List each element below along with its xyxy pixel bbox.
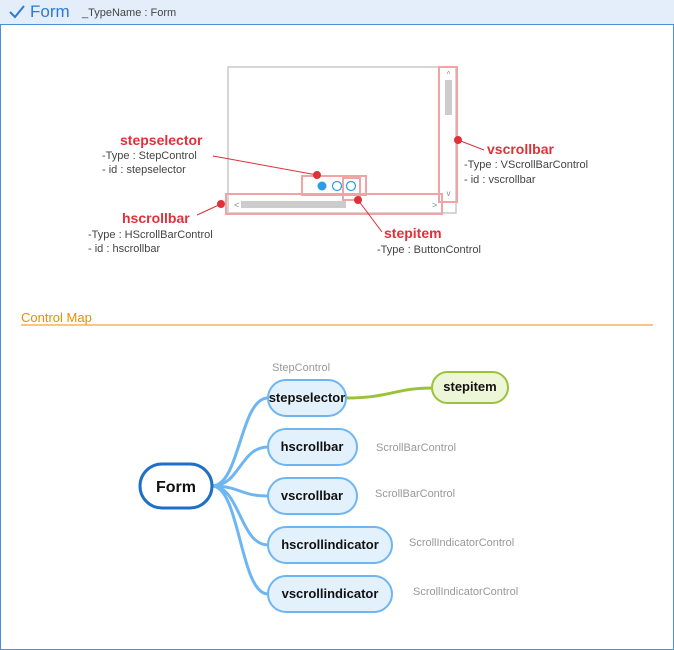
hscrollbar-mock[interactable]: < > <box>230 199 443 210</box>
title-bar: Form _TypeName : Form <box>0 0 674 25</box>
map-node-hscrollindicator[interactable]: hscrollindicator <box>267 526 393 564</box>
step-dot[interactable] <box>331 180 343 192</box>
vscrollbar-mock[interactable]: ^ v <box>443 69 454 200</box>
callout-leaders <box>196 136 485 233</box>
svg-text:hscrollindicator: hscrollindicator <box>281 537 379 552</box>
form-preview: ^ v < > <box>225 66 458 215</box>
stepitem-connector <box>345 386 433 400</box>
svg-text:stepselector: stepselector <box>120 132 203 148</box>
svg-text:-Type : VScrollBarControl: -Type : VScrollBarControl <box>464 159 588 171</box>
callout-stepitem: stepitem -Type : ButtonControl <box>377 225 481 256</box>
map-node-stepselector[interactable]: stepselector <box>267 379 347 417</box>
map-connectors <box>211 396 269 596</box>
hscrollbar-highlight <box>225 193 443 215</box>
svg-text:v: v <box>447 189 451 198</box>
callout-hscrollbar: hscrollbar -Type : HScrollBarControl - i… <box>88 210 213 255</box>
stepselector-mock[interactable] <box>317 180 357 192</box>
svg-text:<: < <box>234 200 239 210</box>
type-label-scrollindicatorcontrol: ScrollIndicatorControl <box>409 537 514 549</box>
map-node-stepitem[interactable]: stepitem <box>431 371 509 404</box>
callout-vscrollbar: vscrollbar -Type : VScrollBarControl - i… <box>464 141 588 186</box>
map-node-hscrollbar[interactable]: hscrollbar <box>267 428 358 466</box>
map-node-vscrollbar[interactable]: vscrollbar <box>267 477 358 515</box>
svg-text:vscrollbar: vscrollbar <box>281 488 343 503</box>
callout-stepselector: stepselector -Type : StepControl - id : … <box>102 132 203 176</box>
step-dot-active[interactable] <box>317 181 327 191</box>
svg-text:^: ^ <box>447 70 451 79</box>
svg-text:- id : hscrollbar: - id : hscrollbar <box>88 243 160 255</box>
svg-text:hscrollbar: hscrollbar <box>281 439 344 454</box>
type-label-scrollbarcontrol: ScrollBarControl <box>376 442 456 454</box>
page-subtitle: _TypeName : Form <box>82 7 177 19</box>
svg-text:>: > <box>432 200 437 210</box>
step-dot[interactable] <box>345 180 357 192</box>
svg-text:-Type : StepControl: -Type : StepControl <box>102 150 197 162</box>
stepitem-highlight <box>342 177 361 201</box>
svg-text:stepitem: stepitem <box>384 225 442 241</box>
page-title: Form <box>30 2 70 21</box>
control-map-header: Control Map <box>21 310 653 326</box>
svg-text:- id : vscrollbar: - id : vscrollbar <box>464 174 536 186</box>
type-label-scrollbarcontrol: ScrollBarControl <box>375 488 455 500</box>
svg-text:- id : stepselector: - id : stepselector <box>102 164 186 176</box>
svg-text:Form: Form <box>156 479 196 496</box>
vscrollbar-highlight <box>438 66 458 203</box>
svg-text:Control Map: Control Map <box>21 310 92 325</box>
svg-text:stepitem: stepitem <box>443 379 496 394</box>
svg-text:-Type : ButtonControl: -Type : ButtonControl <box>377 244 481 256</box>
svg-text:hscrollbar: hscrollbar <box>122 210 190 226</box>
svg-text:vscrollbar: vscrollbar <box>487 141 554 157</box>
type-label-scrollindicatorcontrol: ScrollIndicatorControl <box>413 586 518 598</box>
map-node-vscrollindicator[interactable]: vscrollindicator <box>267 575 393 613</box>
type-label-stepcontrol: StepControl <box>272 362 330 374</box>
check-icon <box>9 5 25 19</box>
svg-text:-Type : HScrollBarControl: -Type : HScrollBarControl <box>88 229 213 241</box>
svg-text:vscrollindicator: vscrollindicator <box>282 586 379 601</box>
svg-text:stepselector: stepselector <box>269 390 346 405</box>
map-root-node[interactable]: Form <box>138 462 214 510</box>
